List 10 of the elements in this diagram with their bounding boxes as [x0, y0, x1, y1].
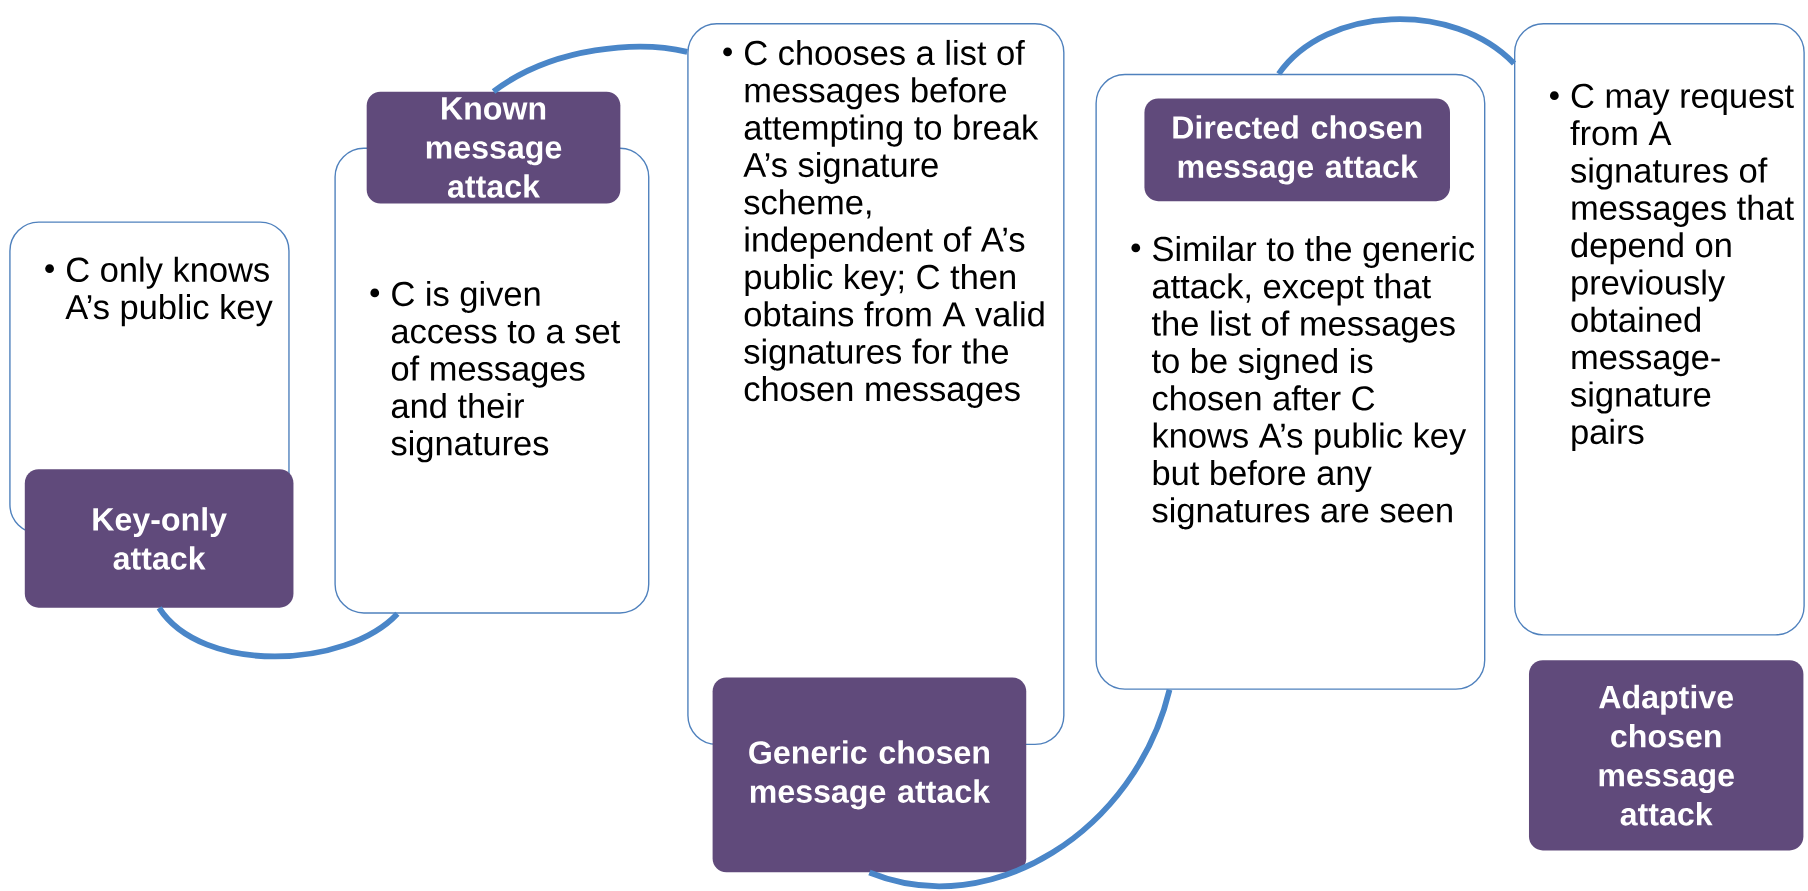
curved-connector: [868, 688, 1173, 889]
title-box: Directed chosen message attack: [1144, 98, 1450, 202]
curved-connector: [1276, 16, 1516, 76]
title-box: Known message attack: [366, 91, 621, 204]
title-box: Key-only attack: [24, 469, 294, 608]
title-box: Adaptive chosen message attack: [1529, 660, 1804, 851]
curved-connector: [491, 43, 688, 94]
text-box: C may request from A signatures of messages that depend on previously obtained message-signature pairs: [1514, 22, 1805, 636]
title-box: Generic chosen message attack: [712, 677, 1027, 873]
curved-connector: [156, 605, 400, 660]
